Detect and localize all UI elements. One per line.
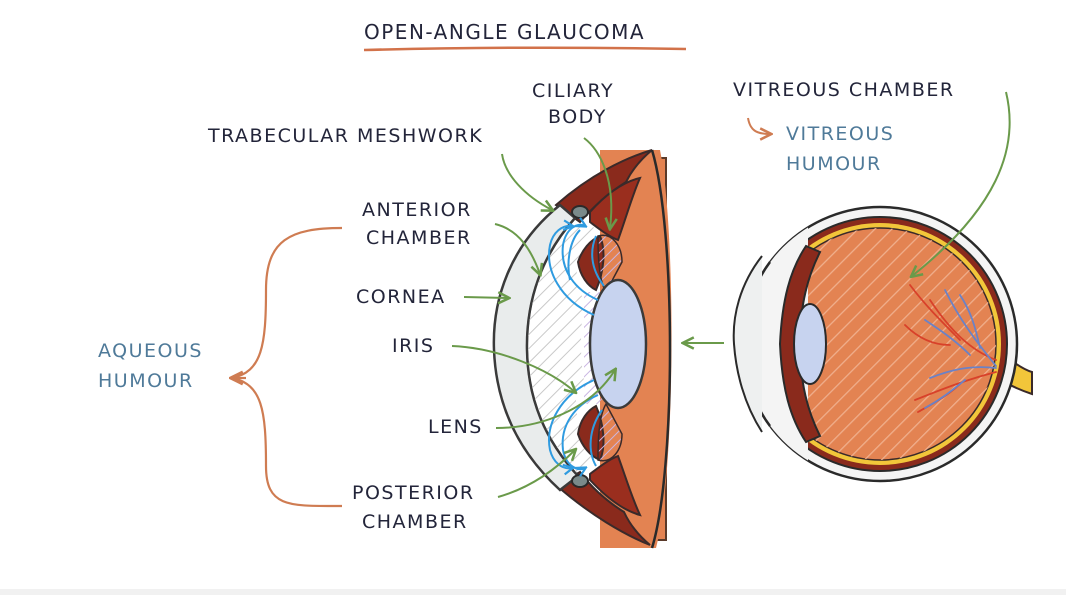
label-anterior-chamber-line2: CHAMBER bbox=[366, 227, 472, 249]
label-posterior-chamber-line1: POSTERIOR bbox=[352, 482, 475, 504]
label-anterior-chamber-line1: ANTERIOR bbox=[362, 199, 472, 221]
label-posterior-chamber-line2: CHAMBER bbox=[362, 511, 468, 533]
vitreous-subarrow bbox=[747, 117, 770, 134]
diagram-title: OPEN-ANGLE GLAUCOMA bbox=[364, 20, 646, 44]
label-aqueous-humour-line1: AQUEOUS bbox=[98, 340, 203, 362]
label-aqueous-humour-line2: HUMOUR bbox=[98, 370, 194, 392]
label-vitreous-humour-line2: HUMOUR bbox=[786, 153, 882, 175]
label-lens: LENS bbox=[428, 416, 483, 438]
label-vitreous-humour-line1: VITREOUS bbox=[786, 123, 895, 145]
label-ciliary-body-line2: BODY bbox=[548, 106, 607, 128]
eyeball-illustration bbox=[732, 205, 1033, 483]
label-cornea: CORNEA bbox=[356, 286, 446, 308]
label-vitreous-chamber: VITREOUS CHAMBER bbox=[733, 79, 955, 101]
title-underline bbox=[363, 46, 687, 52]
label-iris: IRIS bbox=[392, 335, 435, 357]
aqueous-bracket bbox=[231, 226, 343, 508]
anterior-segment-illustration bbox=[492, 149, 672, 549]
label-trabecular-meshwork: TRABECULAR MESHWORK bbox=[208, 125, 484, 147]
bottom-edge bbox=[0, 589, 1066, 595]
label-ciliary-body-line1: CILIARY bbox=[532, 80, 615, 102]
